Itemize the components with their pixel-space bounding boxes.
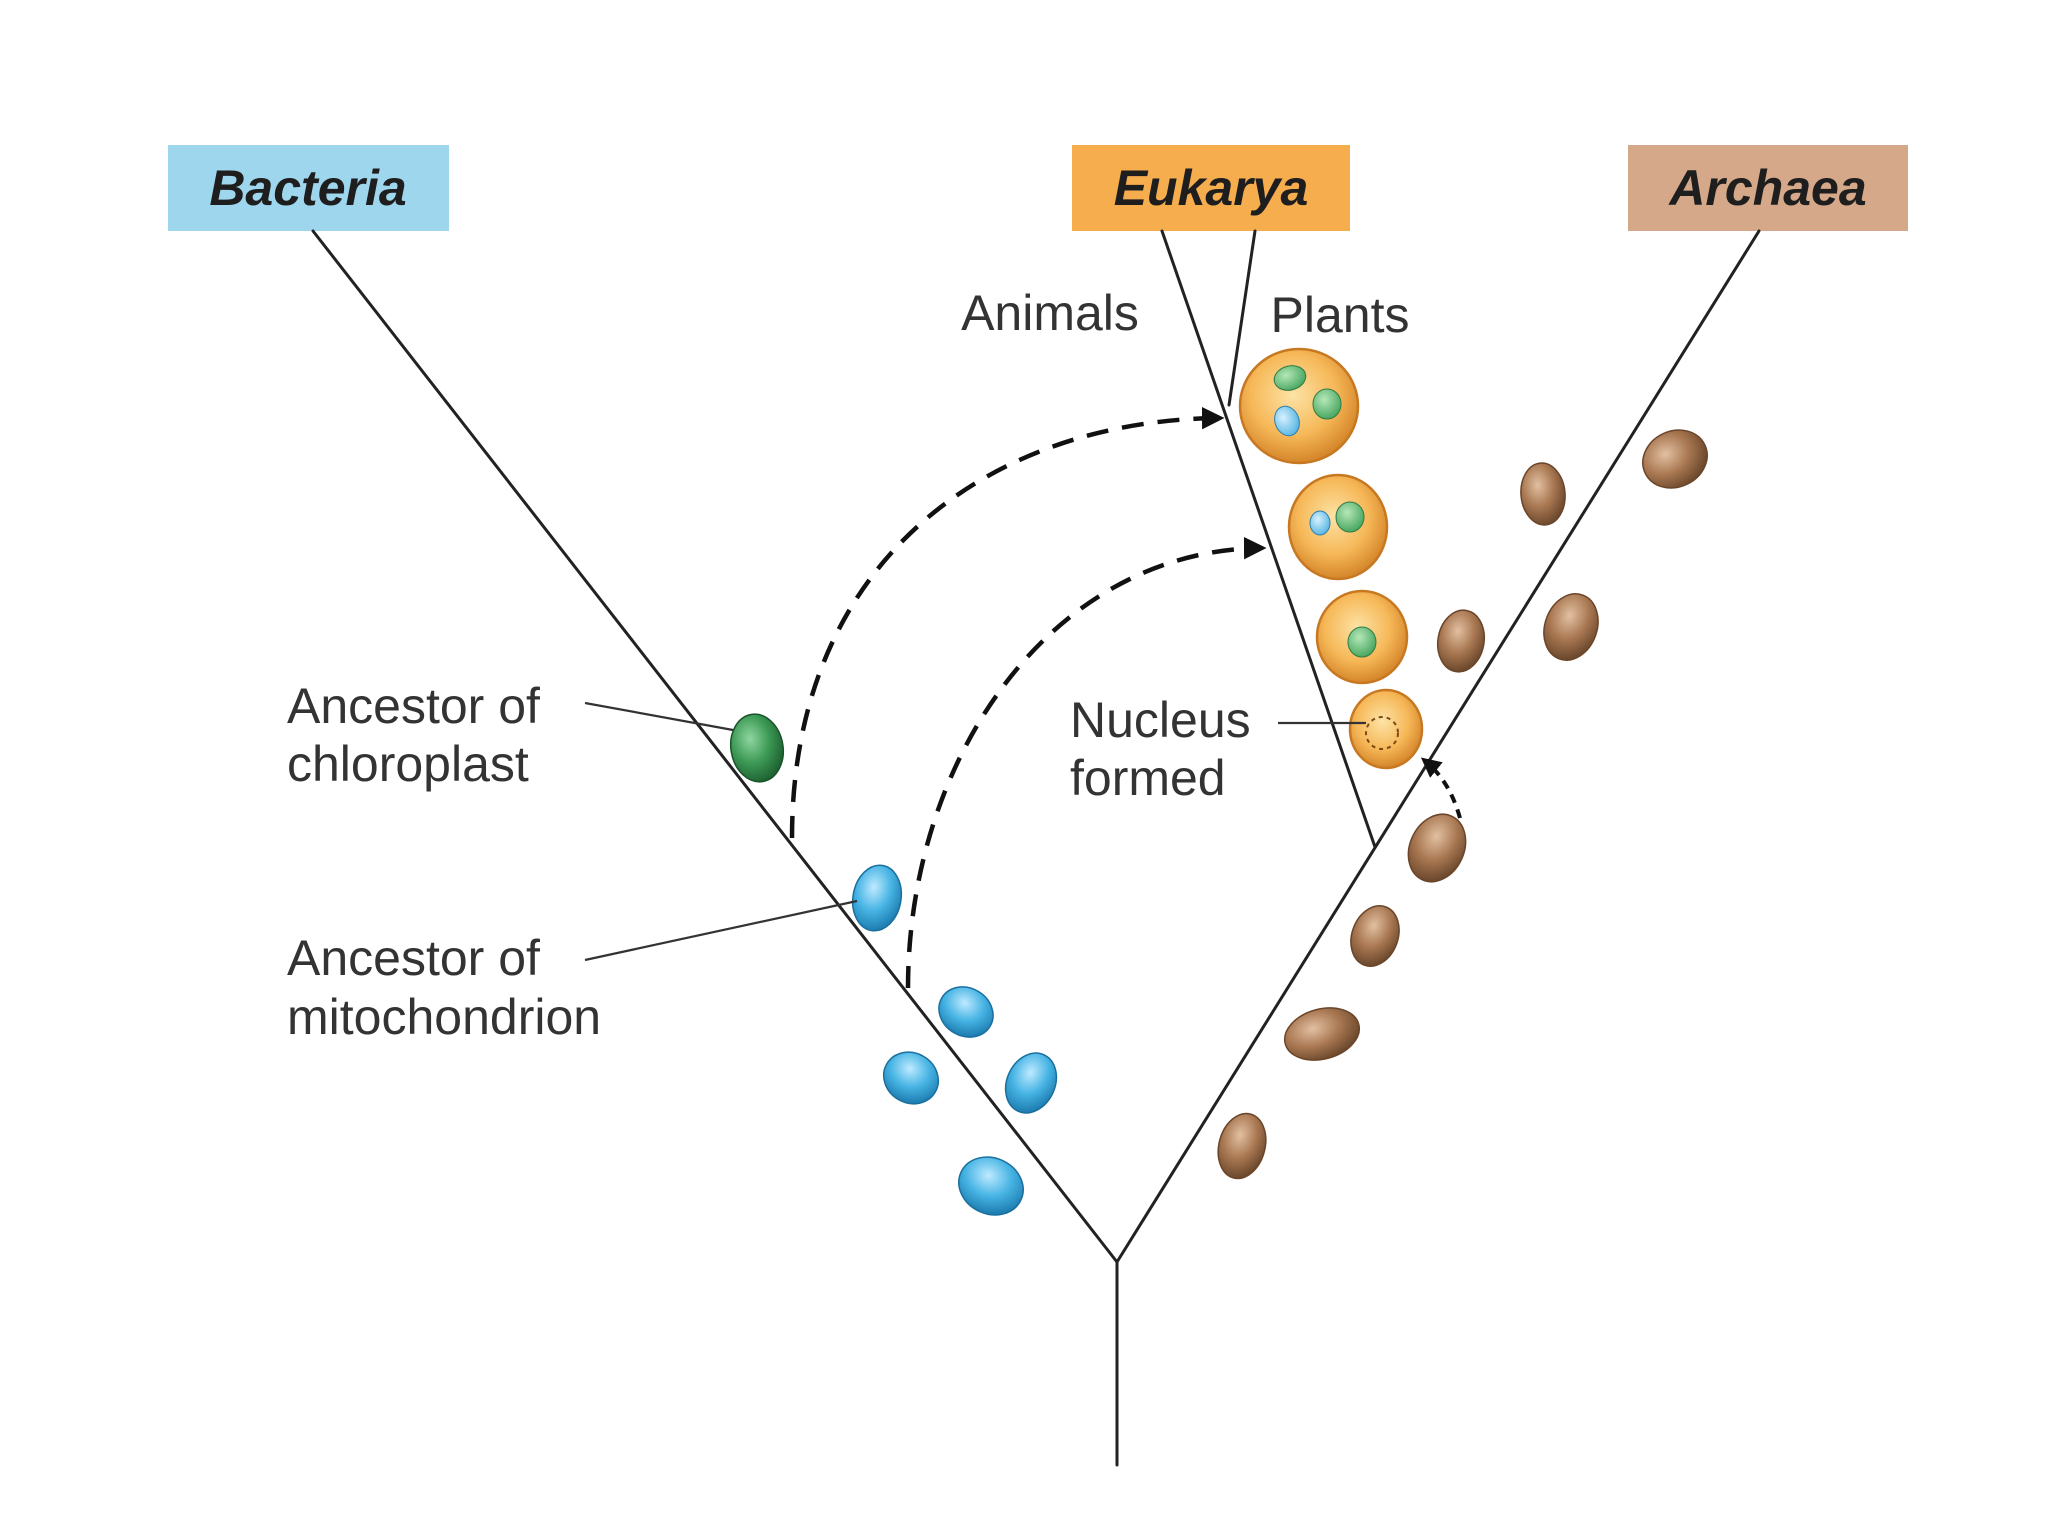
chloroplast-ancestor-line1: Ancestor of <box>287 678 540 734</box>
animals-label: Animals <box>961 285 1139 341</box>
archaea-box-background <box>1628 145 1908 231</box>
bacterium-cell <box>882 1051 940 1105</box>
archaea-domain-box: Archaea <box>1628 145 1908 231</box>
bacteria-branch <box>311 229 1119 1264</box>
mitochondrion-leader-line <box>584 899 858 962</box>
nucleus-outline <box>1365 716 1399 750</box>
chloroplast-ancestor-annotation: Ancestor of chloroplast <box>287 678 734 792</box>
eukaryote-cells <box>1238 347 1424 770</box>
archaea-cells <box>1217 429 1708 1180</box>
archaeon-cell <box>1217 1112 1267 1180</box>
eukaryote-cell-body <box>1287 473 1389 581</box>
eukaryote-cell <box>1287 473 1389 581</box>
bacterium-cell <box>938 986 994 1038</box>
chloroplast-transfer-arrow <box>789 406 1225 839</box>
archaea-label: Archaea <box>1667 160 1866 216</box>
chloroplast-leader-line <box>584 701 734 732</box>
plant-cell-body <box>1238 347 1360 465</box>
archaeon-cell <box>1642 429 1708 489</box>
plants-branch <box>1227 229 1257 407</box>
archaeon-cell <box>1520 462 1566 526</box>
chloroplast-ancestor-line2: chloroplast <box>287 736 529 792</box>
chloroplast-organelle <box>1312 388 1342 420</box>
eukarya-domain-box: Eukarya <box>1072 145 1350 231</box>
nucleus-line2: formed <box>1070 750 1226 806</box>
mitochondrion-organelle <box>1309 510 1331 536</box>
eukarya-branch <box>1160 229 1377 849</box>
mitochondrion-organelle <box>1274 405 1300 437</box>
eukarya-label: Eukarya <box>1114 160 1309 216</box>
chloroplast-organelle <box>1335 501 1365 533</box>
bacterium-cell <box>1004 1052 1058 1114</box>
archaea-branch <box>1115 229 1761 1264</box>
mitochondrion-ancestor-line1: Ancestor of <box>287 930 540 986</box>
eukaryote-cell <box>1315 589 1409 685</box>
bacteria-domain-box: Bacteria <box>168 145 449 231</box>
chloroplast-ancestor-cell <box>729 713 785 783</box>
nucleus-cell <box>1348 688 1424 770</box>
archaeon-cell <box>1407 813 1467 883</box>
mitochondrion-ancestor-line2: mitochondrion <box>287 989 601 1045</box>
mitochondrion-transfer-arrow <box>905 536 1267 989</box>
plants-label: Plants <box>1271 287 1410 343</box>
archaeon-cell <box>1436 609 1486 673</box>
bacteria-label: Bacteria <box>209 160 406 216</box>
nucleus-line1: Nucleus <box>1070 692 1251 748</box>
archaeon-cell <box>1283 1007 1361 1061</box>
mitochondrion-organelle <box>1347 626 1377 658</box>
plant-cell <box>1238 347 1360 465</box>
bacteria-cells <box>729 713 1058 1216</box>
nucleus-formation-arrow <box>1420 757 1462 819</box>
eukarya-box-background <box>1072 145 1350 231</box>
mitochondrion-ancestor-annotation: Ancestor of mitochondrion <box>287 899 858 1045</box>
archaeon-cell <box>1350 905 1400 967</box>
tree-branches <box>311 229 1761 1467</box>
archaeon-cell <box>1543 593 1599 661</box>
nucleus-cell-body <box>1348 688 1424 770</box>
bacteria-box-background <box>168 145 449 231</box>
mitochondrion-ancestor-cell <box>851 864 903 932</box>
chloroplast-organelle <box>1273 365 1307 391</box>
bacterium-cell <box>958 1156 1024 1216</box>
nucleus-annotation: Nucleus formed <box>1070 692 1366 806</box>
